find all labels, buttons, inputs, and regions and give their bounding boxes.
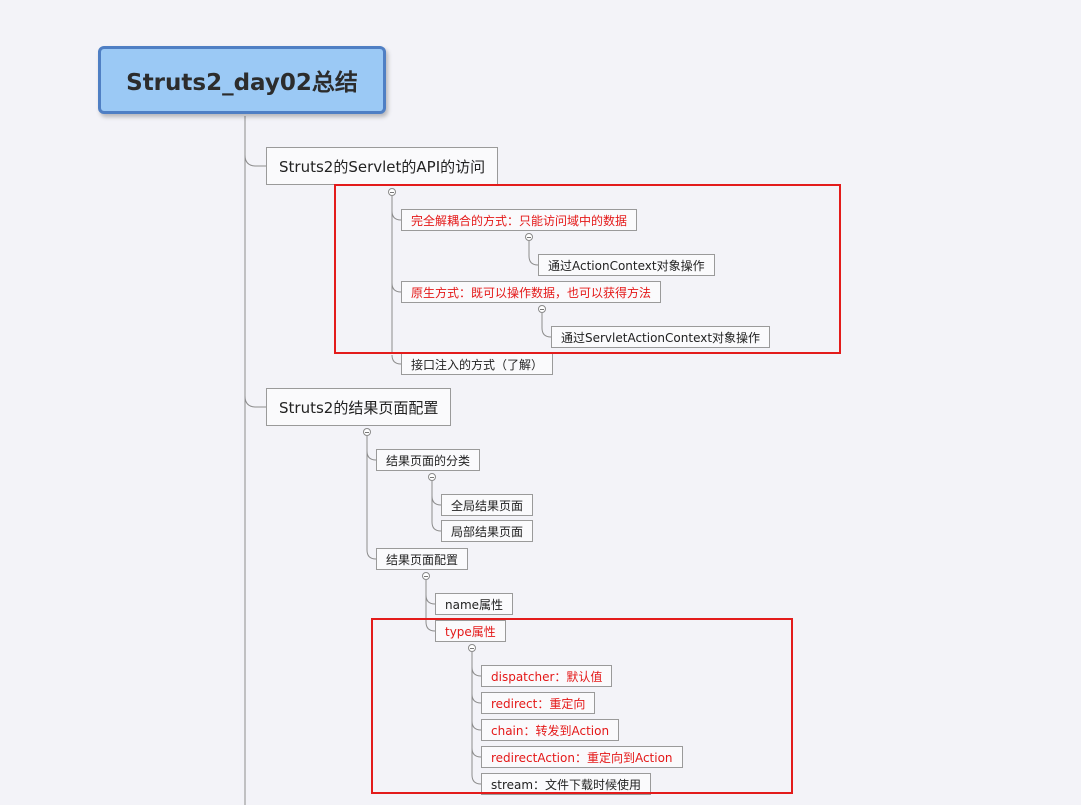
type-value-redirect-action[interactable]: redirectAction：重定向到Action (481, 746, 683, 768)
topic-result-page-config[interactable]: Struts2的结果页面配置 (266, 388, 452, 426)
collapse-minus-icon[interactable] (363, 428, 371, 436)
subtopic-result-categories[interactable]: 结果页面的分类 (376, 449, 481, 471)
subtopic-label: name属性 (445, 597, 504, 612)
collapse-minus-icon[interactable] (468, 644, 476, 652)
subtopic-local-result[interactable]: 局部结果页面 (441, 520, 534, 542)
collapse-minus-icon[interactable] (538, 305, 546, 313)
root-title: Struts2_day02总结 (126, 70, 358, 96)
topic-label: Struts2的结果页面配置 (279, 398, 439, 417)
topic-servlet-api-access[interactable]: Struts2的Servlet的API的访问 (266, 147, 499, 185)
subtopic-label: 结果页面的分类 (386, 453, 471, 468)
subtopic-label: 局部结果页面 (451, 524, 524, 539)
collapse-minus-icon[interactable] (525, 233, 533, 241)
subtopic-global-result[interactable]: 全局结果页面 (441, 494, 534, 516)
subtopic-label: chain：转发到Action (491, 723, 610, 738)
type-value-redirect[interactable]: redirect：重定向 (481, 692, 596, 714)
subtopic-interface-injection[interactable]: 接口注入的方式（了解） (401, 353, 554, 375)
topic-label: Struts2的Servlet的API的访问 (279, 157, 486, 176)
subtopic-native[interactable]: 原生方式：既可以操作数据，也可以获得方法 (401, 281, 662, 303)
subtopic-label: 原生方式：既可以操作数据，也可以获得方法 (411, 285, 652, 300)
subtopic-label: 通过ActionContext对象操作 (548, 258, 705, 273)
subtopic-servletactioncontext[interactable]: 通过ServletActionContext对象操作 (551, 326, 771, 348)
subtopic-name-attribute[interactable]: name属性 (435, 593, 514, 615)
subtopic-label: dispatcher：默认值 (491, 669, 603, 684)
subtopic-label: redirect：重定向 (491, 696, 586, 711)
subtopic-decoupled[interactable]: 完全解耦合的方式：只能访问域中的数据 (401, 209, 638, 231)
subtopic-label: type属性 (445, 624, 496, 639)
subtopic-label: 结果页面配置 (386, 552, 459, 567)
subtopic-label: 通过ServletActionContext对象操作 (561, 330, 761, 345)
collapse-minus-icon[interactable] (422, 572, 430, 580)
subtopic-label: stream：文件下载时候使用 (491, 777, 642, 792)
subtopic-label: redirectAction：重定向到Action (491, 750, 673, 765)
type-value-dispatcher[interactable]: dispatcher：默认值 (481, 665, 613, 687)
type-value-stream[interactable]: stream：文件下载时候使用 (481, 773, 652, 795)
collapse-minus-icon[interactable] (388, 188, 396, 196)
type-value-chain[interactable]: chain：转发到Action (481, 719, 620, 741)
subtopic-type-attribute[interactable]: type属性 (435, 620, 506, 642)
subtopic-label: 完全解耦合的方式：只能访问域中的数据 (411, 213, 628, 228)
subtopic-label: 全局结果页面 (451, 498, 524, 513)
subtopic-actioncontext[interactable]: 通过ActionContext对象操作 (538, 254, 715, 276)
collapse-minus-icon[interactable] (428, 473, 436, 481)
root-topic[interactable]: Struts2_day02总结 (98, 46, 386, 114)
subtopic-result-config[interactable]: 结果页面配置 (376, 548, 469, 570)
subtopic-label: 接口注入的方式（了解） (411, 357, 544, 372)
